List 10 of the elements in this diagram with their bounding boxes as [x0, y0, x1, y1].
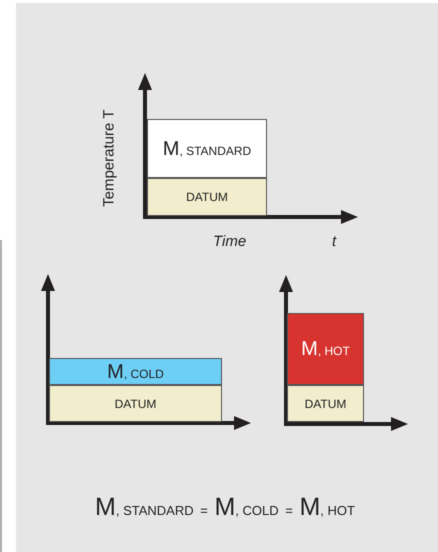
mass-block: M, HOT: [287, 313, 364, 385]
mass-block: M, COLD: [49, 358, 222, 385]
axis-label: t: [332, 232, 336, 252]
axis-label: Temperature T: [102, 108, 118, 209]
datum-block: DATUM: [147, 178, 267, 216]
datum-block: DATUM: [287, 385, 364, 422]
mass-block: M, STANDARD: [147, 119, 267, 178]
datum-block: DATUM: [49, 385, 222, 422]
axis-label: Time: [213, 232, 246, 252]
equation: M, STANDARD = M, COLD = M, HOT: [94, 495, 356, 520]
